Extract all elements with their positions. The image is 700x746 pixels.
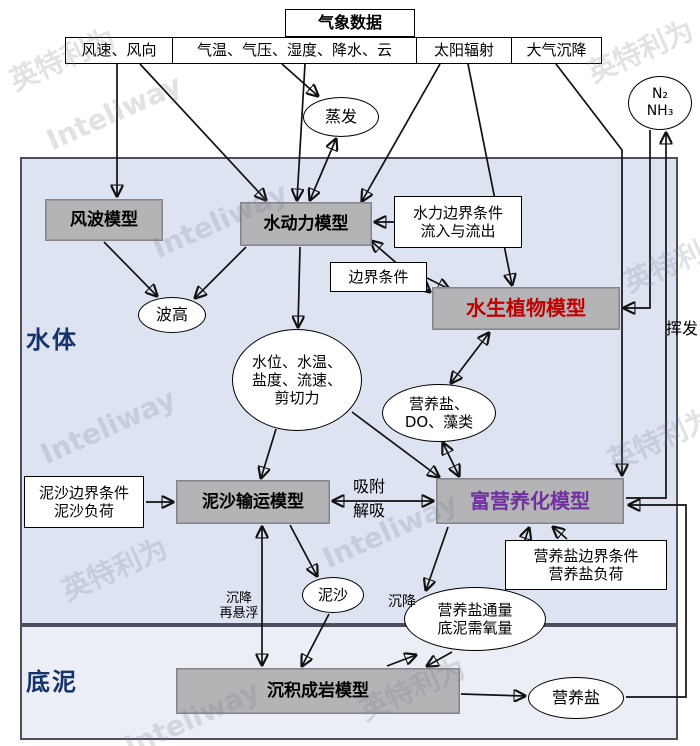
diagenesis-model: 沉积成岩模型 <box>176 668 460 714</box>
evaporation-ellipse: 蒸发 <box>303 97 379 137</box>
wave-height-ellipse: 波高 <box>138 297 206 333</box>
watermark-text: Inteliway <box>41 68 187 157</box>
volatilization-label: 挥发 <box>665 319 698 338</box>
nutrient-boundary-box: 营养盐边界条件 营养盐负荷 <box>505 540 667 590</box>
input-solar-radiation: 太阳辐射 <box>416 37 512 64</box>
desorption-label: 解吸 <box>352 501 385 521</box>
nutrient-flux-line1: 营养盐通量 <box>437 600 513 619</box>
boundary-condition-box: 边界条件 <box>330 262 427 292</box>
nutrients-do-line1: 营养盐、 <box>408 394 469 413</box>
settle-resuspend-label: 沉降 再悬浮 <box>218 591 260 622</box>
sediment-boundary-box: 泥沙边界条件 泥沙负荷 <box>24 476 144 528</box>
hydraulic-boundary-line2: 流入与流出 <box>420 222 496 240</box>
sediment-boundary-line1: 泥沙边界条件 <box>38 483 129 502</box>
nutrients-do-algae-ellipse: 营养盐、 DO、藻类 <box>382 384 496 442</box>
input-atmosphere: 气温、气压、湿度、降水、云 <box>172 37 417 64</box>
resuspension-label: 再悬浮 <box>219 605 259 621</box>
gas-n2-label: N₂ <box>651 85 669 102</box>
adsorption-label: 吸附 <box>352 477 385 496</box>
state-variables-ellipse: 水位、水温、盐度、流速、剪切力 <box>232 329 362 431</box>
input-atmospheric-deposition: 大气沉降 <box>511 37 602 64</box>
sediment-boundary-line2: 泥沙负荷 <box>53 502 114 520</box>
nutrient-flux-ellipse: 营养盐通量 底泥需氧量 <box>404 587 546 651</box>
gas-nh3-label: NH₃ <box>646 103 674 119</box>
met-data-header: 气象数据 <box>285 9 415 37</box>
hydraulic-boundary-box: 水力边界条件 流入与流出 <box>394 196 522 248</box>
nutrients-do-line2: DO、藻类 <box>404 413 474 431</box>
input-wind: 风速、风向 <box>65 37 173 64</box>
hydraulic-boundary-line1: 水力边界条件 <box>412 203 503 222</box>
nutrient-boundary-line1: 营养盐边界条件 <box>533 546 639 565</box>
sediment-bed-label: 底泥 <box>26 668 78 696</box>
sediment-transport-model: 泥沙输运模型 <box>176 480 330 524</box>
adsorption-desorption-label: 吸附 解吸 <box>344 477 394 521</box>
nutrient-salt-ellipse: 营养盐 <box>528 677 624 719</box>
hydrodynamic-model: 水动力模型 <box>240 202 372 246</box>
water-body-label: 水体 <box>26 326 78 354</box>
settling-down-label: 沉降 <box>225 591 252 606</box>
nutrient-boundary-line2: 营养盐负荷 <box>548 565 624 583</box>
nutrient-flux-line2: 底泥需氧量 <box>437 619 513 637</box>
wind-wave-model: 风波模型 <box>45 199 163 241</box>
sediment-ellipse: 泥沙 <box>302 577 364 613</box>
settling-label: 沉降 <box>388 594 416 610</box>
gas-n2-nh3-ellipse: N₂ NH₃ <box>628 76 692 130</box>
eutrophication-model: 富营养化模型 <box>436 478 624 524</box>
aquatic-plant-model: 水生植物模型 <box>432 287 620 330</box>
